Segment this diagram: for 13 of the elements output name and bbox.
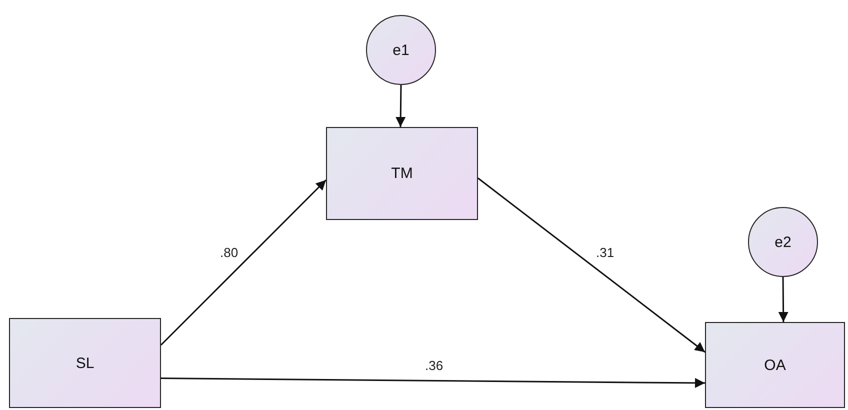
arrow: [778, 277, 788, 322]
arrow: [478, 178, 706, 353]
arrow: [396, 84, 406, 128]
variable-box: TM: [326, 127, 478, 220]
ellipse-node: e1: [366, 15, 436, 85]
edge-label: .36: [424, 358, 444, 373]
arrow: [161, 378, 705, 388]
edge-label: .31: [595, 245, 616, 260]
edge-label: .80: [219, 245, 240, 260]
variable-box: OA: [705, 322, 845, 408]
variable-box: SL: [9, 318, 161, 408]
ellipse-node: e2: [748, 207, 818, 277]
arrow: [160, 179, 327, 346]
